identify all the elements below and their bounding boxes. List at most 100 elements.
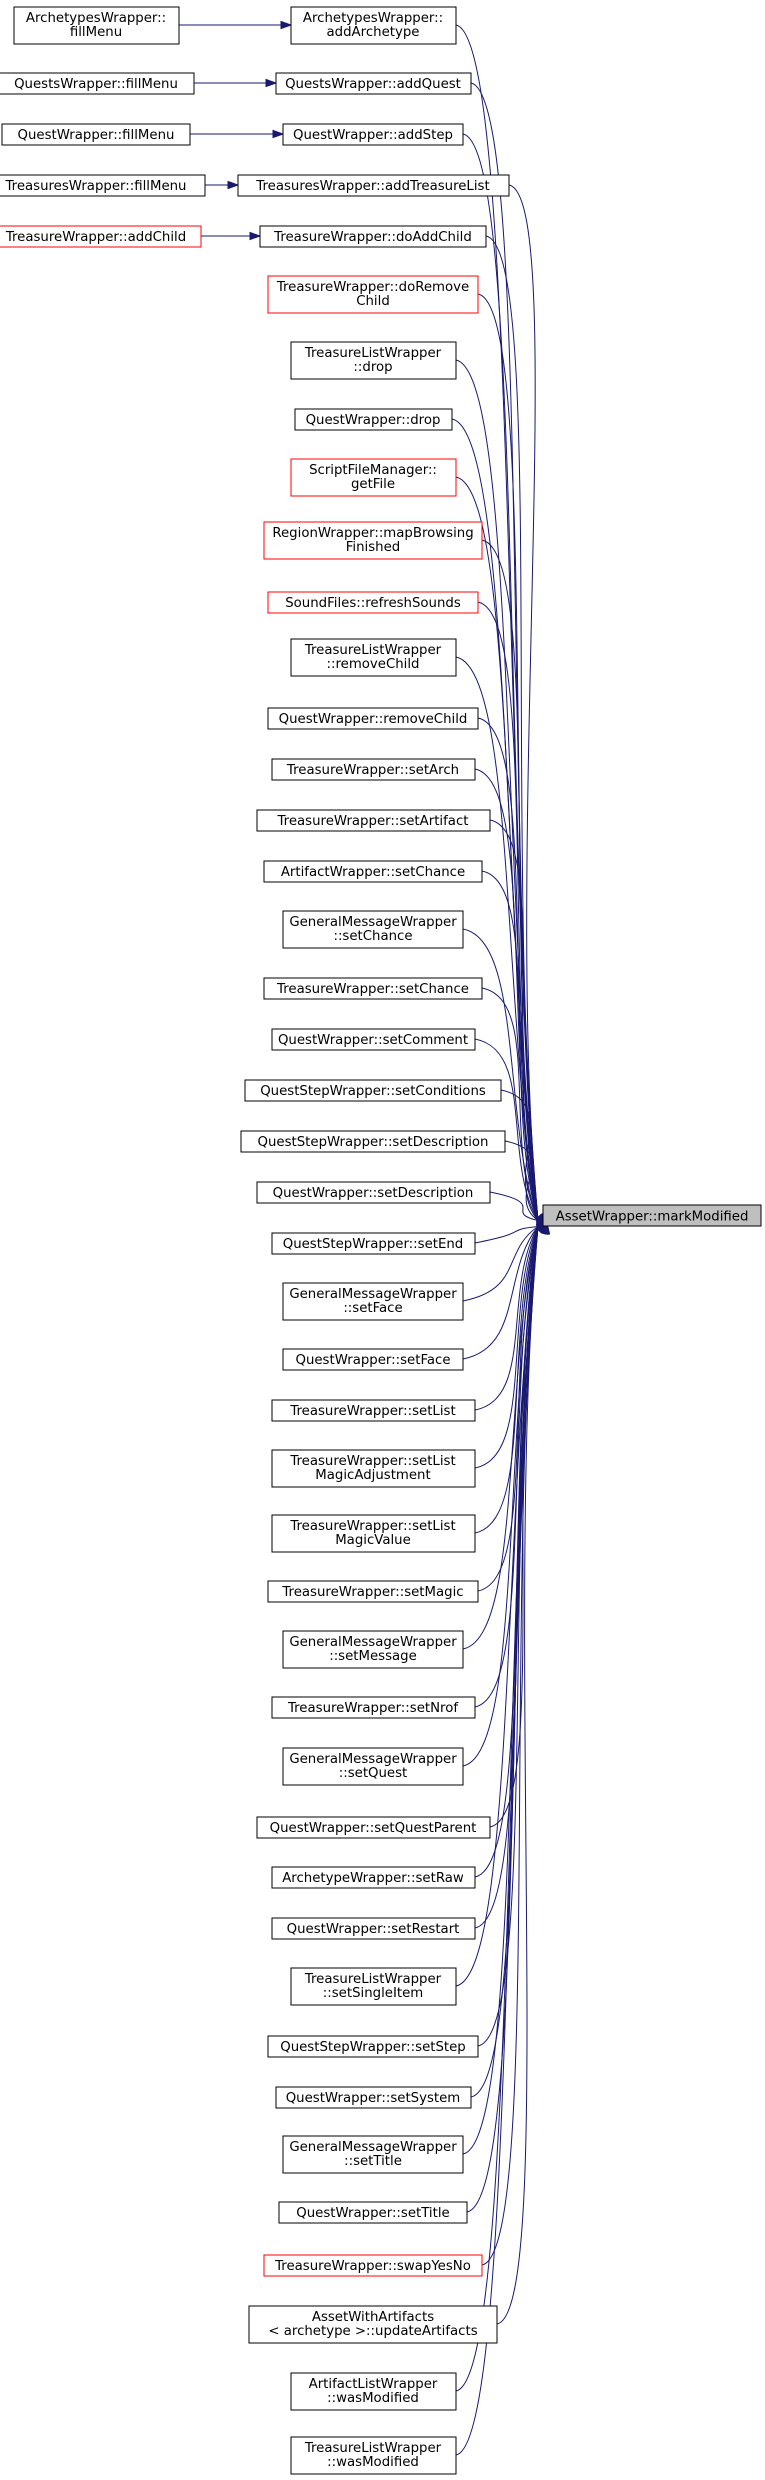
upstream-caller-node-label: fillMenu <box>70 25 122 40</box>
caller-node-box <box>259 225 487 248</box>
caller-node[interactable]: TreasureWrapper::setNrof <box>271 1696 476 1719</box>
caller-node[interactable]: QuestWrapper::drop <box>294 408 453 431</box>
upstream-caller-node[interactable]: ArchetypesWrapper::fillMenu <box>13 6 180 45</box>
caller-node[interactable]: QuestStepWrapper::setConditions <box>244 1079 502 1102</box>
caller-node[interactable]: GeneralMessageWrapper::setMessage <box>282 1630 464 1669</box>
caller-node-label: QuestWrapper::setRestart <box>287 1922 460 1937</box>
caller-node[interactable]: ArchetypeWrapper::setRaw <box>271 1866 476 1889</box>
upstream-caller-node[interactable]: TreasuresWrapper::fillMenu <box>0 174 206 197</box>
caller-node[interactable]: TreasureListWrapper::setSingleItem <box>290 1967 457 2006</box>
target-node[interactable]: AssetWrapper::markModified <box>542 1204 762 1227</box>
caller-node[interactable]: TreasureListWrapper::drop <box>290 341 457 380</box>
target-node-box <box>542 1204 762 1227</box>
caller-node-label: QuestWrapper::setSystem <box>286 2091 461 2106</box>
caller-node-label: TreasureWrapper::doRemove <box>276 280 469 295</box>
caller-node[interactable]: ArtifactListWrapper::wasModified <box>290 2372 457 2411</box>
caller-node[interactable]: TreasureWrapper::doAddChild <box>259 225 487 248</box>
caller-node[interactable]: ScriptFileManager::getFile <box>290 458 457 497</box>
caller-node[interactable]: QuestWrapper::setTitle <box>278 2201 468 2224</box>
caller-node-label: QuestWrapper::removeChild <box>279 712 468 727</box>
caller-node[interactable]: ArtifactWrapper::setChance <box>263 860 483 883</box>
caller-node-label: < archetype >::updateArtifacts <box>268 2324 477 2339</box>
caller-node-label: ::setChance <box>333 929 412 944</box>
caller-node-label: QuestWrapper::setComment <box>278 1033 468 1048</box>
target-node-label: AssetWrapper::markModified <box>556 1210 749 1225</box>
caller-node[interactable]: TreasureWrapper::setMagic <box>267 1580 479 1603</box>
caller-node[interactable]: TreasureListWrapper::wasModified <box>290 2436 457 2475</box>
upstream-caller-node-box <box>1 123 191 146</box>
caller-node-label: TreasureWrapper::setList <box>289 1519 455 1534</box>
upstream-caller-node-label: QuestWrapper::fillMenu <box>18 128 175 143</box>
caller-node[interactable]: QuestWrapper::setDescription <box>256 1181 491 1204</box>
caller-node[interactable]: GeneralMessageWrapper::setTitle <box>282 2135 464 2174</box>
caller-node[interactable]: TreasuresWrapper::addTreasureList <box>237 174 510 197</box>
caller-node[interactable]: GeneralMessageWrapper::setChance <box>282 910 464 949</box>
edge-to-target <box>504 1140 539 1221</box>
caller-node-box <box>275 72 472 95</box>
edge-to-target <box>485 235 539 1221</box>
caller-node[interactable]: AssetWithArtifacts< archetype >::updateA… <box>248 2305 498 2344</box>
caller-node-box <box>267 1580 479 1603</box>
caller-node-label: ::setQuest <box>339 1766 408 1781</box>
arrowhead <box>227 180 240 190</box>
edge-to-target <box>455 1226 539 1987</box>
caller-node-label: QuestStepWrapper::setDescription <box>258 1135 489 1150</box>
caller-node[interactable]: TreasureWrapper::setArch <box>271 758 476 781</box>
upstream-caller-node[interactable]: QuestsWrapper::fillMenu <box>0 72 195 95</box>
upstream-caller-node[interactable]: QuestWrapper::fillMenu <box>1 123 191 146</box>
edge-to-target <box>477 601 539 1221</box>
caller-node[interactable]: QuestWrapper::setRestart <box>271 1917 476 1940</box>
caller-node-label: ::setTitle <box>344 2154 402 2169</box>
caller-node[interactable]: TreasureWrapper::setChance <box>263 977 483 1000</box>
caller-node[interactable]: ArchetypesWrapper::addArchetype <box>290 6 457 45</box>
arrowhead <box>280 20 293 30</box>
caller-node[interactable]: QuestWrapper::removeChild <box>267 707 479 730</box>
upstream-caller-node-label: QuestsWrapper::fillMenu <box>14 77 178 92</box>
caller-node-box <box>248 2305 498 2344</box>
caller-node-label: QuestWrapper::setTitle <box>296 2206 449 2221</box>
caller-node-label: ::wasModified <box>327 2455 419 2470</box>
caller-node[interactable]: QuestsWrapper::addQuest <box>275 72 472 95</box>
caller-node[interactable]: QuestWrapper::addStep <box>282 123 464 146</box>
caller-node[interactable]: QuestWrapper::setComment <box>271 1028 476 1051</box>
caller-node-box <box>282 2135 464 2174</box>
caller-node[interactable]: QuestStepWrapper::setEnd <box>271 1232 476 1255</box>
caller-node[interactable]: GeneralMessageWrapper::setFace <box>282 1282 464 1321</box>
caller-node-label: ArchetypeWrapper::setRaw <box>282 1871 464 1886</box>
caller-node[interactable]: SoundFiles::refreshSounds <box>267 591 479 614</box>
upstream-caller-node-label: TreasuresWrapper::fillMenu <box>4 179 186 194</box>
caller-node-box <box>256 1816 491 1839</box>
caller-node[interactable]: TreasureListWrapper::removeChild <box>290 638 457 677</box>
caller-node-label: ::wasModified <box>327 2391 419 2406</box>
caller-node[interactable]: TreasureWrapper::swapYesNo <box>263 2254 483 2277</box>
caller-node[interactable]: QuestWrapper::setQuestParent <box>256 1816 491 1839</box>
caller-node-box <box>263 860 483 883</box>
caller-node-label: TreasureListWrapper <box>304 643 442 658</box>
caller-node-box <box>282 123 464 146</box>
caller-node-box <box>267 275 479 314</box>
upstream-caller-node[interactable]: TreasureWrapper::addChild <box>0 225 202 248</box>
caller-node[interactable]: GeneralMessageWrapper::setQuest <box>282 1747 464 1786</box>
edge-to-target <box>474 1226 539 1469</box>
caller-node[interactable]: QuestWrapper::setFace <box>282 1348 464 1371</box>
caller-node-box <box>282 1747 464 1786</box>
arrowhead <box>541 1221 551 1235</box>
edge-to-target <box>477 293 539 1221</box>
caller-node-box <box>290 341 457 380</box>
caller-node-box <box>282 1282 464 1321</box>
caller-node-box <box>278 2201 468 2224</box>
caller-node[interactable]: QuestStepWrapper::setDescription <box>240 1130 506 1153</box>
edge-to-target <box>474 1226 539 1244</box>
caller-node-box <box>282 1630 464 1669</box>
edge-to-target <box>462 1226 539 1650</box>
caller-node[interactable]: TreasureWrapper::setList <box>271 1399 476 1422</box>
caller-node-box <box>282 1348 464 1371</box>
caller-node[interactable]: QuestStepWrapper::setStep <box>267 2035 479 2058</box>
caller-node[interactable]: QuestWrapper::setSystem <box>275 2086 472 2109</box>
caller-node[interactable]: TreasureWrapper::setArtifact <box>256 809 491 832</box>
